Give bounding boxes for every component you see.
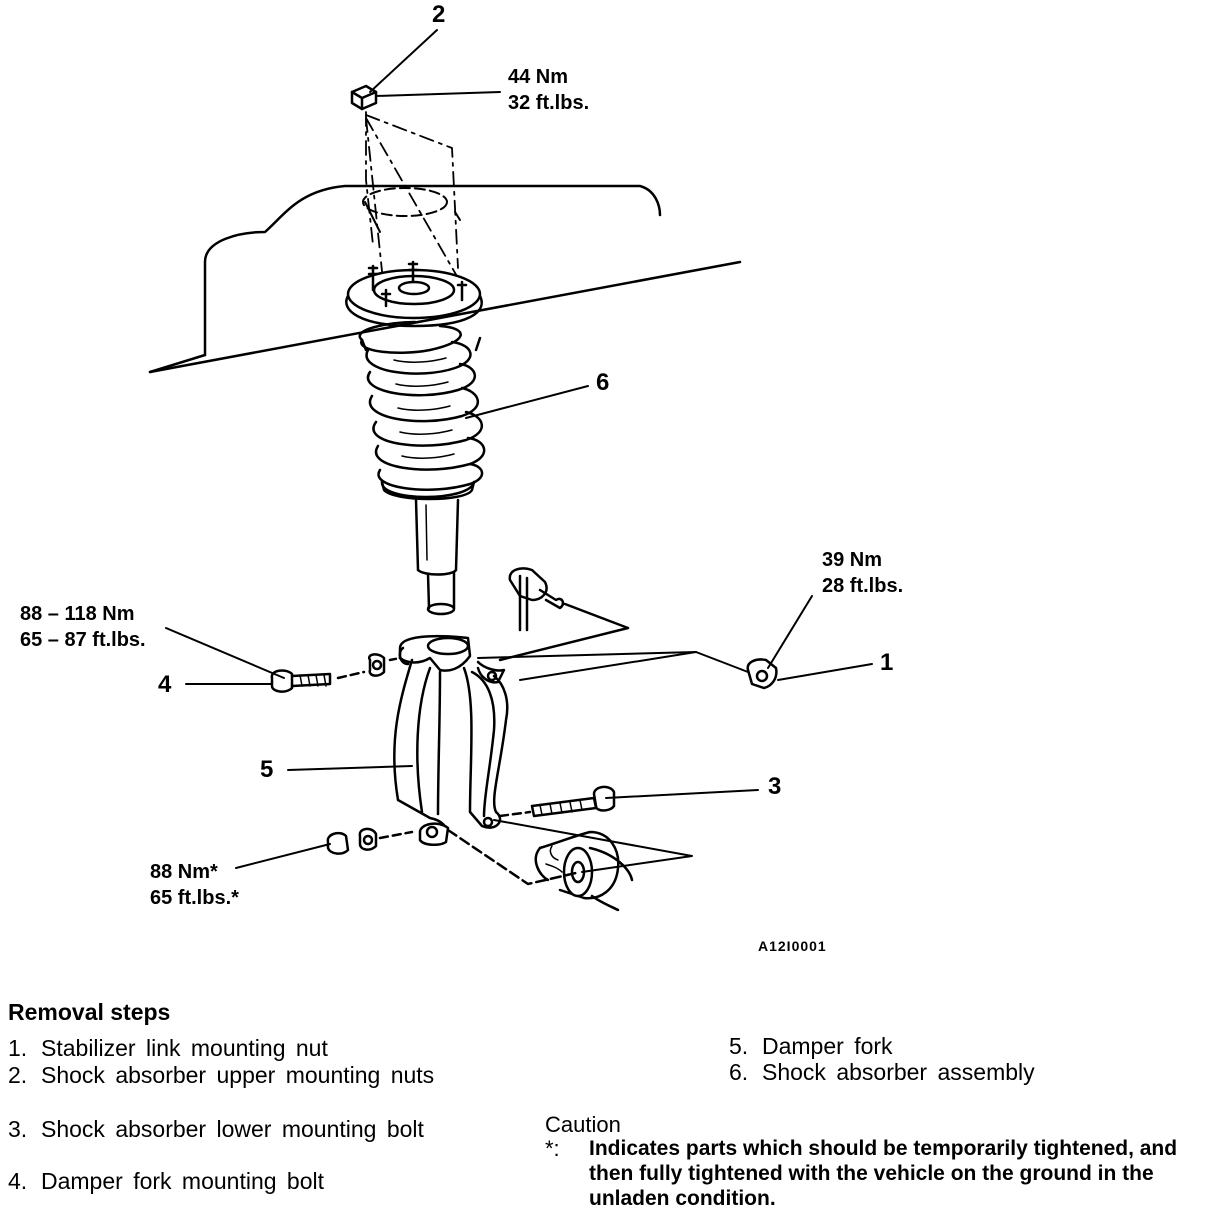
strut-top-mount xyxy=(345,260,483,328)
step-number: 1. xyxy=(8,1035,28,1061)
figure-code: A12I0001 xyxy=(758,938,827,954)
stabilizer-link-nut xyxy=(477,651,778,690)
torque-spec-lower-nut-ft: 65 ft.lbs.* xyxy=(150,887,239,909)
torque-spec-upper-nut-nm: 44 Nm xyxy=(508,66,569,88)
step-number: 3. xyxy=(8,1116,28,1142)
step-text: Damper fork mounting bolt xyxy=(41,1168,325,1194)
step-text: Shock absorber assembly xyxy=(762,1059,1035,1085)
step-number: 6. xyxy=(729,1059,749,1085)
callout-number-2: 2 xyxy=(432,1,446,28)
torque-spec-fork-bolt-nm: 88 – 118 Nm xyxy=(20,603,135,625)
step-number: 4. xyxy=(8,1168,28,1194)
lower-control-arm xyxy=(446,819,693,912)
exploded-suspension-diagram xyxy=(148,29,873,912)
torque-spec-link-nut-nm: 39 Nm xyxy=(822,549,883,571)
callout-number-5: 5 xyxy=(260,756,274,783)
step-text: Shock absorber lower mounting bolt xyxy=(41,1116,424,1142)
step-number: 5. xyxy=(729,1033,749,1059)
removal-steps-title: Removal steps xyxy=(8,999,171,1025)
removal-step-3: 3. Shock absorber lower mounting bolt xyxy=(8,1116,448,1143)
callout-number-4: 4 xyxy=(158,671,172,698)
removal-step-6: 6. Shock absorber assembly xyxy=(729,1059,1169,1086)
removal-step-2: 2. Shock absorber upper mounting nuts xyxy=(8,1062,448,1089)
caution-title: Caution xyxy=(545,1112,621,1137)
damper-fork-mounting-bolt xyxy=(270,653,402,693)
torque-spec-upper-nut-ft: 32 ft.lbs. xyxy=(508,92,590,114)
shock-absorber-body xyxy=(414,498,460,616)
lower-mounting-bolt xyxy=(498,785,616,818)
torque-spec-link-nut-ft: 28 ft.lbs. xyxy=(822,575,904,597)
torque-spec-fork-bolt-ft: 65 – 87 ft.lbs. xyxy=(20,629,146,651)
caution-marker: *: xyxy=(545,1136,560,1161)
body-panel-outline xyxy=(148,184,742,374)
strut-tower-hole xyxy=(362,187,461,233)
lower-spring-seat xyxy=(380,480,476,501)
step-text: Stabilizer link mounting nut xyxy=(41,1035,328,1061)
leader-lines xyxy=(165,29,873,869)
alignment-lines xyxy=(365,111,463,301)
callout-number-6: 6 xyxy=(596,369,610,396)
removal-step-1: 1. Stabilizer link mounting nut xyxy=(8,1035,448,1062)
coil-spring xyxy=(358,320,486,491)
caution-text: Indicates parts which should be temporar… xyxy=(589,1137,1178,1210)
lower-nut-and-washer xyxy=(326,827,414,855)
damper-fork xyxy=(393,634,509,846)
step-text: Shock absorber upper mounting nuts xyxy=(41,1062,435,1088)
torque-spec-lower-nut-nm: 88 Nm* xyxy=(150,861,218,883)
step-text: Damper fork xyxy=(762,1033,893,1059)
callout-number-3: 3 xyxy=(768,773,782,800)
stabilizer-link xyxy=(498,567,630,662)
removal-step-5: 5. Damper fork xyxy=(729,1033,1169,1060)
callout-number-1: 1 xyxy=(880,649,894,676)
removal-step-4: 4. Damper fork mounting bolt xyxy=(8,1168,448,1195)
step-number: 2. xyxy=(8,1062,28,1088)
